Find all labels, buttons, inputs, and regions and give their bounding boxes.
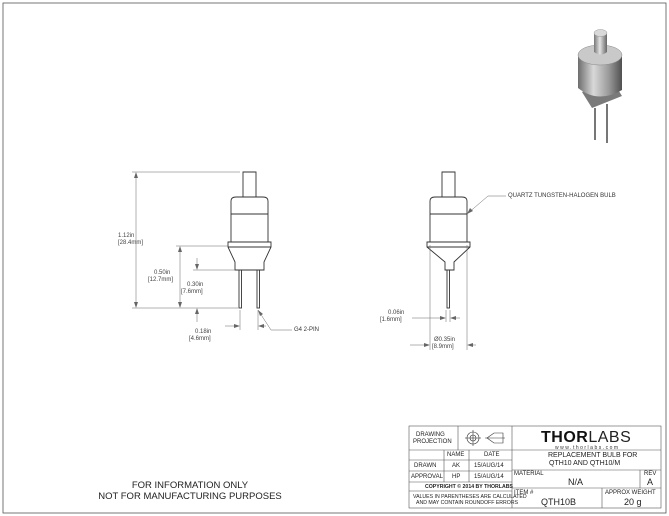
tb-note-1: VALUES IN PARENTHESES ARE CALCULATED: [413, 494, 527, 500]
dim-overall-height: 1.12in [28.4mm]: [118, 233, 143, 247]
tb-rev-value: A: [647, 477, 654, 487]
tb-projection-label-2: PROJECTION: [413, 439, 452, 445]
dim-pin-length-mm: [7.6mm]: [181, 289, 203, 295]
tb-weight-value: 20 g: [624, 497, 642, 507]
dim-body-diameter-mm: [8.9mm]: [432, 344, 454, 350]
dim-pin-diameter: 0.06in [1.6mm]: [380, 310, 404, 324]
dim-pin-spacing: 0.18in [4.6mm]: [189, 329, 211, 343]
dim-overall-height-mm: [28.4mm]: [118, 240, 144, 246]
dim-overall-height-in: 1.12in: [118, 233, 135, 239]
bulb-front-view: [227, 171, 272, 309]
callout-pin-type: G4 2-PIN: [294, 327, 320, 333]
tb-drawn-label: DRAWN: [414, 463, 437, 469]
title-block: [408, 425, 662, 509]
thorlabs-logo: THORLABS: [541, 429, 631, 447]
tb-col-name: NAME: [447, 452, 465, 458]
tb-item-value: QTH10B: [541, 497, 577, 507]
tb-rev-label: REV: [644, 471, 657, 477]
dim-pin-length-in: 0.30in: [187, 282, 204, 288]
logo-url: www.thorlabs.com: [555, 445, 620, 451]
tb-approval-date: 15/AUG/14: [474, 474, 504, 480]
bulb-3d-view: [577, 29, 623, 143]
dim-body-diameter: Ø0.35in [8.9mm]: [432, 337, 455, 351]
dim-body-diameter-in: Ø0.35in: [434, 337, 456, 343]
tb-approval-name: HP: [452, 474, 461, 480]
callout-bulb-type: QUARTZ TUNGSTEN-HALOGEN BULB: [508, 193, 616, 199]
dim-base-height-in: 0.50in: [154, 270, 171, 276]
tb-item-label: ITEM #: [514, 490, 534, 496]
dim-pin-diameter-mm: [1.6mm]: [380, 317, 402, 323]
dim-base-height: 0.50in [12.7mm]: [148, 270, 173, 284]
bulb-side-view: [426, 171, 471, 309]
dim-pin-spacing-mm: [4.6mm]: [189, 336, 211, 342]
tb-note-2: AND MAY CONTAIN ROUNDOFF ERRORS: [416, 500, 519, 506]
dim-pin-diameter-in: 0.06in: [388, 310, 405, 316]
disclaimer: FOR INFORMATION ONLY NOT FOR MANUFACTURI…: [60, 480, 320, 502]
tb-drawn-name: AK: [452, 463, 461, 469]
tb-copyright: COPYRIGHT © 2014 BY THORLABS: [425, 484, 513, 490]
tb-col-date: DATE: [484, 452, 500, 458]
tb-material-value: N/A: [568, 477, 584, 487]
tb-description-1: REPLACEMENT BULB FOR: [548, 452, 638, 459]
tb-material-label: MATERIAL: [514, 471, 544, 477]
tb-description-2: QTH10 AND QTH10/M: [549, 460, 621, 467]
side-view-dimensions: [410, 195, 506, 350]
tb-projection-label-1: DRAWING: [416, 432, 445, 438]
dim-base-height-mm: [12.7mm]: [148, 277, 174, 283]
logo-light: LABS: [588, 429, 632, 446]
front-view-dimensions: [132, 171, 292, 331]
dim-pin-length: 0.30in [7.6mm]: [181, 282, 203, 296]
tb-approval-label: APPROVAL: [411, 474, 443, 480]
dim-pin-spacing-in: 0.18in: [195, 329, 212, 335]
tb-drawn-date: 15/AUG/14: [474, 463, 504, 469]
tb-weight-label: APPROX WEIGHT: [605, 490, 656, 496]
logo-bold: THOR: [541, 429, 589, 446]
disclaimer-line-1: FOR INFORMATION ONLY: [131, 480, 249, 491]
disclaimer-line-2: NOT FOR MANUFACTURING PURPOSES: [98, 491, 282, 502]
